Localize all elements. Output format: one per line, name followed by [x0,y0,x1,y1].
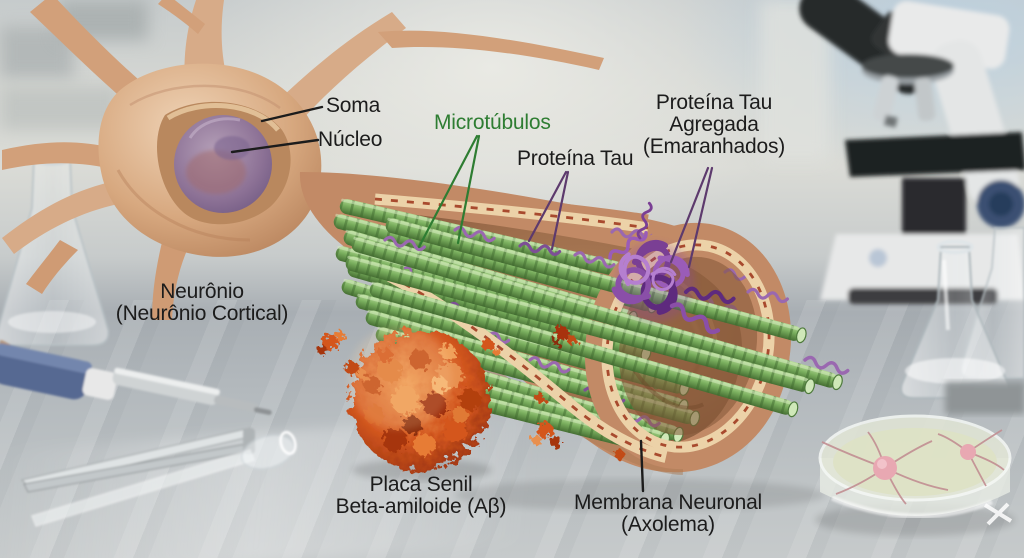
label-line: Agregada [669,113,759,136]
label-proteina-tau: Proteína Tau [517,147,634,170]
label-line: Membrana Neuronal [573,491,763,514]
amyloid-fragments [317,326,625,460]
microtubulos-pointer-lines [417,134,481,249]
soma-pointer-line [260,105,324,123]
label-membrana-neuronal: Membrana Neuronal (Axolema) [574,492,762,536]
label-line: Neurônio [160,280,244,303]
label-line: Placa Senil [369,473,473,496]
label-microtubulos: Microtúbulos [434,111,551,134]
label-line: Beta-amiloide (Aβ) [335,495,507,518]
nucleus [174,115,272,213]
label-line: (Emaranhados) [642,135,786,158]
nucleo-pointer-line [230,138,320,154]
label-line: (Neurônio Cortical) [115,302,289,325]
label-placa-senil: Placa Senil Beta-amiloide (Aβ) [336,474,507,518]
label-line: Proteína Tau [655,91,773,114]
label-proteina-tau-agregada: Proteína Tau Agregada (Emaranhados) [643,92,785,158]
pointer-lines [230,105,714,493]
microscope [799,0,1024,304]
micropipette [0,339,272,415]
label-soma: Soma [326,94,381,117]
membrana-pointer-line [639,439,645,493]
petri-dish-neuron-culture [815,382,1024,536]
label-line: (Axolema) [621,513,715,536]
background-blur-block [0,86,120,130]
proteina-tau-pointer-lines [527,170,570,251]
tau-agregada-pointer-lines [669,166,714,269]
microtubules-protruding [345,217,851,418]
beta-amyloid-plaque [348,326,492,481]
erlenmeyer-flasks-right [900,227,1024,400]
tau-tangle [606,200,734,334]
label-neuronio: Neurônio (Neurônio Cortical) [115,280,289,325]
transfer-pipette [30,431,297,527]
label-nucleo: Núcleo [318,128,383,151]
